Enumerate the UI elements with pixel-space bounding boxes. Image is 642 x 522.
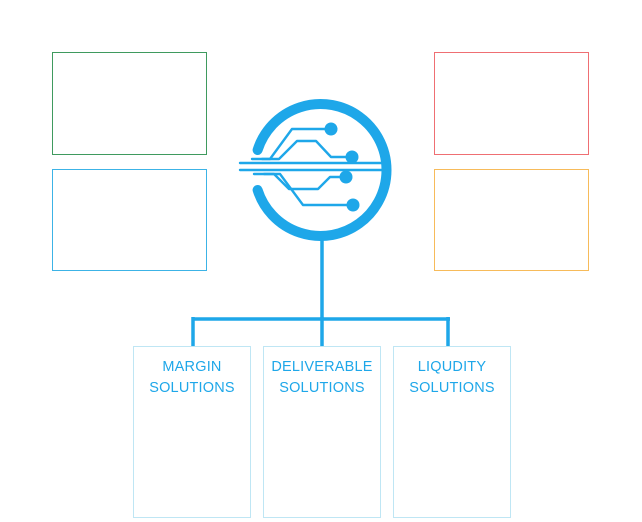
red-outline-box [434,52,589,155]
circuit-node-4 [346,198,360,212]
margin-solutions-box: MARGIN SOLUTIONS [133,346,251,518]
liquidity-solutions-box: LIQUDITY SOLUTIONS [393,346,511,518]
circuit-node-2 [345,150,359,164]
margin-solutions-title-line2: SOLUTIONS [149,380,235,396]
green-outline-box [52,52,207,155]
deliverable-solutions-box: DELIVERABLE SOLUTIONS [263,346,381,518]
deliverable-solutions-title-line1: DELIVERABLE [271,359,373,375]
circuit-node-3 [339,170,353,184]
liquidity-solutions-title-line1: LIQUDITY [417,359,487,375]
blue-outline-box [52,169,207,271]
circuit-trace-3 [252,172,348,191]
circuit-node-1 [324,122,338,136]
margin-solutions-title-line1: MARGIN [162,359,222,375]
circuit-globe-icon [238,99,392,241]
liquidity-solutions-title-line2: SOLUTIONS [409,380,495,396]
orange-outline-box [434,169,589,271]
deliverable-solutions-title-line2: SOLUTIONS [279,380,365,396]
circuit-trace-4 [262,172,355,207]
circuit-trace-2 [260,139,354,161]
